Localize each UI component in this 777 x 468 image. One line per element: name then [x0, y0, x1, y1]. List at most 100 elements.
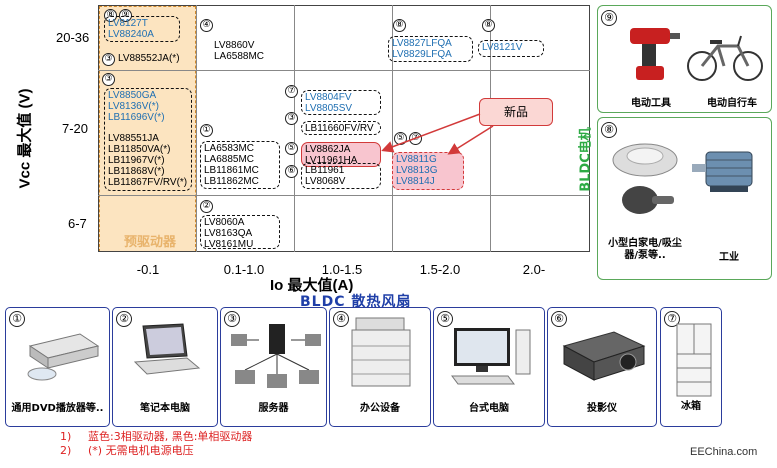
app-label: 通用DVD播放器等.. [11, 403, 104, 414]
part-lb11867fv: LB11867FV/RV(*) [108, 177, 188, 188]
panel-number: ⑧ [601, 122, 617, 138]
group-c2-low: LV8060A LV8163QA LV8161MU [200, 215, 280, 249]
part-lv8163qa: LV8163QA [204, 228, 253, 239]
app-number: ① [9, 311, 25, 327]
part-lv8060a: LV8060A [204, 217, 245, 228]
app-label: 办公设备 [360, 403, 400, 414]
app-server: ③ 服务器 [220, 307, 327, 427]
marker-7: ⑦ [285, 85, 298, 98]
grid-vline [294, 5, 295, 252]
marker-2: ② [200, 200, 213, 213]
label-small-appliance: 小型白家电/吸尘器/泵等.. [608, 238, 682, 261]
new-product-badge: 新品 [479, 98, 553, 126]
part-lb11967v: LB11967V(*) [108, 155, 165, 166]
y-tick-7-20: 7-20 [62, 121, 89, 136]
group-c3-single: LB11660FV/RV [301, 121, 381, 135]
bldc-fan-title: BLDC 散热风扇 [300, 294, 412, 310]
marker-6: ⑥ [285, 165, 298, 178]
group-c2-top: LV8860V LA6588MC [214, 40, 264, 62]
x-tick-3: 1.0-1.5 [321, 262, 363, 277]
robot-vacuum-icon [612, 143, 678, 177]
group-c2-mid: LA6583MC LA6885MC LB11861MC LB11862MC [200, 141, 280, 189]
app-label: 笔记本电脑 [140, 403, 190, 414]
app-desktop-pc: ⑤ 台式电脑 [433, 307, 545, 427]
app-office-equipment: ④ 办公设备 [329, 307, 431, 427]
app-laptop: ② 笔记本电脑 [112, 307, 218, 427]
part-lv8121v: LV8121V [482, 42, 523, 53]
marker-3: ③ [102, 73, 115, 86]
x-tick-4: 1.5-2.0 [419, 262, 461, 277]
part-lv8805sv: LV8805SV [305, 103, 353, 114]
marker-5: ⑤ [394, 132, 407, 145]
part-la6885mc: LA6885MC [204, 154, 255, 165]
part-lb11660fv: LB11660FV/RV [305, 123, 374, 134]
label-industrial: 工业 [719, 252, 739, 263]
predriver-label: 预驱动器 [123, 235, 176, 250]
predriver-column [99, 6, 196, 252]
x-tick-2: 0.1-1.0 [223, 262, 265, 277]
part-la6588mc: LA6588MC [214, 51, 265, 62]
part-lb11961: LB11961 [305, 165, 345, 176]
notes: 1)蓝色:3相驱动器, 黑色:单相驱动器 2)(*) 无需电机电源电压 [60, 430, 252, 458]
part-lv8804fv: LV8804FV [305, 92, 352, 103]
dvd-player-icon [27, 333, 100, 381]
laptop-icon [133, 323, 201, 375]
industrial-motor-icon [692, 151, 753, 192]
server-network-icon [231, 324, 321, 388]
app-number: ⑦ [664, 311, 680, 327]
grid-vline [490, 5, 491, 252]
part-lb11868v: LB11868V(*) [108, 166, 165, 177]
app-label: 台式电脑 [469, 403, 509, 414]
y-tick-6-7: 6-7 [68, 216, 87, 231]
app-number: ④ [333, 311, 349, 327]
note-2: 2)(*) 无需电机电源电压 [60, 444, 194, 457]
app-label: 服务器 [258, 403, 289, 414]
group-c4-top: LV8827LFQA LV8829LFQA [388, 36, 473, 62]
group-c4-new: LV8811G LV8813G LV8814J [392, 152, 464, 190]
panel-power-tools: ⑨ 电动工具 电动自行车 [597, 5, 772, 113]
label-e-bike: 电动自行车 [707, 98, 757, 109]
footer-watermark: EEChina.com [690, 446, 758, 458]
selection-grid [98, 5, 590, 252]
bldc-motor-label: BLDC电机 [578, 127, 594, 192]
part-lb11862mc: LB11862MC [204, 176, 259, 187]
panel-appliances: ⑧ 小型白家电/吸尘器/泵等.. 工业 [597, 117, 772, 280]
part-lv8813g: LV8813G [396, 165, 438, 176]
part-lv8814j: LV8814J [396, 176, 435, 187]
part-lv8161mu: LV8161MU [204, 239, 254, 249]
panel-number: ⑨ [601, 10, 617, 26]
refrigerator-icon [676, 323, 712, 397]
grid-vline [392, 5, 393, 252]
part-lv88240a: LV88240A [108, 29, 154, 40]
electric-bicycle-icon [687, 35, 763, 81]
part-lb11861mc: LB11861MC [204, 165, 259, 176]
part-lv8136v: LV8136V(*) [108, 101, 159, 112]
app-number: ⑤ [437, 311, 453, 327]
part-lv8811g: LV8811G [396, 154, 437, 165]
app-number: ⑥ [551, 311, 567, 327]
power-drill-icon [630, 28, 680, 80]
app-projector: ⑥ 投影仪 [547, 307, 657, 427]
marker-3: ③ [102, 53, 115, 66]
app-label: 投影仪 [587, 403, 617, 414]
grid-hline [98, 195, 590, 196]
marker-5: ⑤ [285, 142, 298, 155]
y-tick-20-36: 20-36 [56, 30, 90, 45]
group-c1-mid: LV8850GA LV8136V(*) LB11696V(*) LV88551J… [104, 88, 192, 191]
hair-curler-icon [622, 186, 674, 214]
app-number: ③ [224, 311, 240, 327]
group-c3-new: LV8862JA LV11961HA [301, 142, 381, 167]
part-lv11961ha: LV11961HA [305, 155, 358, 166]
app-number: ② [116, 311, 132, 327]
part-lv8127t: LV8127T [108, 18, 148, 29]
marker-1: ① [200, 124, 213, 137]
part-lb11850va: LB11850VA(*) [108, 144, 171, 155]
x-tick-5: 2.0- [522, 262, 546, 277]
part-la6583mc: LA6583MC [204, 143, 255, 154]
projector-icon [562, 331, 646, 381]
part-lv8862ja: LV8862JA [305, 144, 351, 155]
desktop-computer-icon [451, 328, 531, 385]
marker-8: ⑧ [482, 19, 495, 32]
label-power-tool: 电动工具 [631, 98, 671, 109]
x-axis-title: Io 最大值(A) [270, 277, 354, 294]
